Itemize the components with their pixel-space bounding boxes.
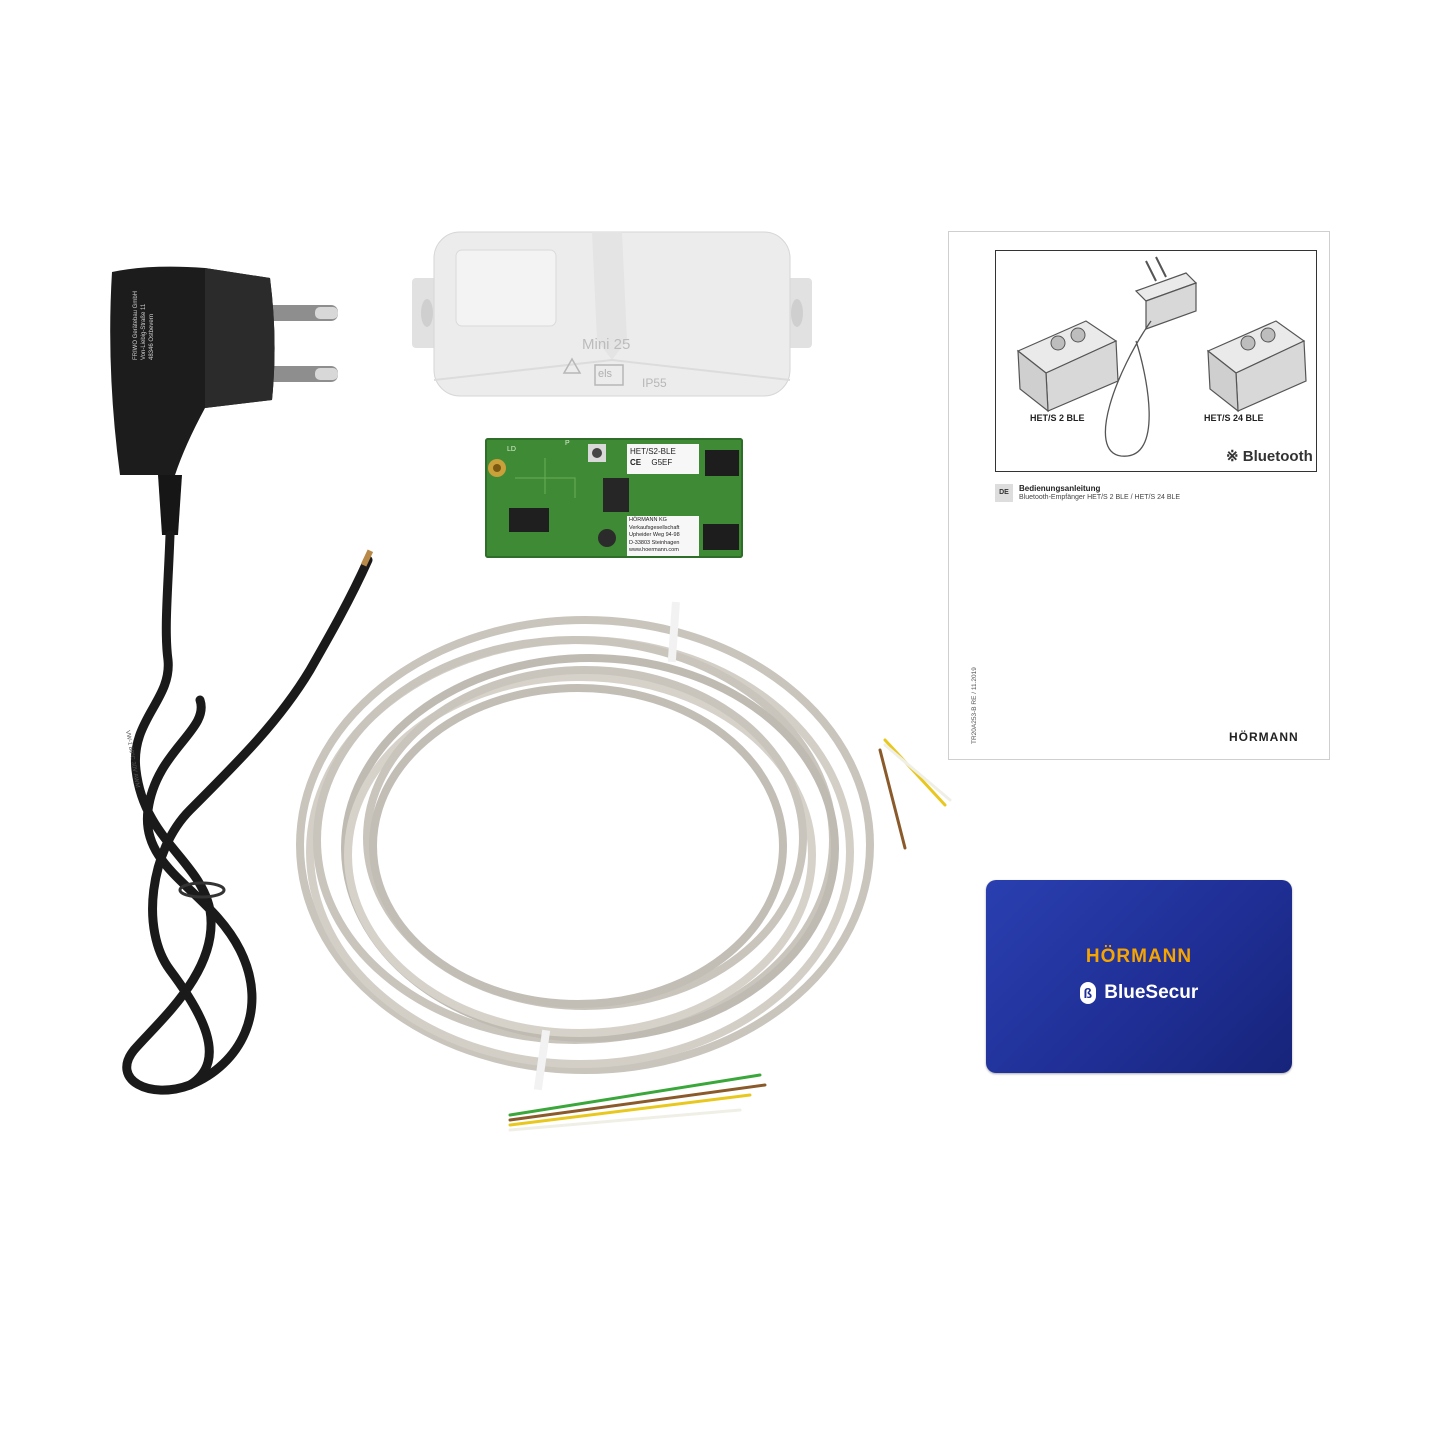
card-product: BlueSecur bbox=[1104, 982, 1199, 1003]
pcb-silk-p: P bbox=[565, 440, 570, 447]
manual-subtitle: Bluetooth-Empfänger HET/S 2 BLE / HET/S … bbox=[1019, 494, 1181, 501]
address-line: Verkaufsgesellschaft bbox=[629, 524, 680, 531]
address-line: HÖRMANN KG bbox=[629, 517, 667, 523]
language-badge: DE bbox=[995, 484, 1013, 502]
power-adapter: FRIWO Gerätebau GmbH Von-Liebig-Straße 1… bbox=[90, 250, 390, 1110]
power-adapter-graphic bbox=[110, 266, 374, 1095]
address-line: www.hoermann.com bbox=[629, 547, 679, 553]
manual-illustration: HET/S 2 BLE HET/S 24 BLE ※ Bluetooth bbox=[995, 250, 1317, 472]
enclosure-brand: els bbox=[598, 368, 613, 380]
pcb-serial: G5EF bbox=[651, 458, 673, 467]
address-line: D-33803 Steinhagen bbox=[629, 539, 680, 546]
bluesecur-card: HÖRMANN ß BlueSecur bbox=[986, 880, 1292, 1073]
pcb-model-label: HET/S2-BLE bbox=[630, 447, 676, 456]
enclosure-graphic bbox=[412, 231, 812, 397]
pcb-traces bbox=[488, 444, 739, 550]
adapter-label-line: FRIWO Gerätebau GmbH bbox=[133, 290, 139, 360]
manual-product-right: HET/S 24 BLE bbox=[1204, 413, 1264, 423]
pcb-model-sticker: HET/S2-BLE CE G5EF bbox=[627, 444, 699, 474]
instruction-manual: HET/S 2 BLE HET/S 24 BLE ※ Bluetooth DE … bbox=[948, 231, 1330, 760]
manual-product-left: HET/S 2 BLE bbox=[1030, 413, 1085, 423]
pcb-address-sticker: HÖRMANN KG Verkaufsgesellschaft Upheider… bbox=[627, 516, 699, 556]
manual-doc-number: TR20A253-B RE / 11.2019 bbox=[971, 667, 978, 744]
enclosure-box: Mini 25 els IP55 bbox=[412, 230, 812, 398]
manual-bluetooth-label: Bluetooth bbox=[1242, 448, 1313, 465]
pcb-silk-led: LD bbox=[507, 446, 516, 453]
card-product-row: ß BlueSecur bbox=[986, 982, 1292, 1004]
bluetooth-icon: ß bbox=[1079, 982, 1096, 1004]
grey-cable-coil bbox=[280, 590, 980, 1150]
adapter-label-line: 48346 Ostbevern bbox=[149, 313, 155, 360]
cable-coil-graphic bbox=[296, 601, 952, 1132]
manual-illustration-graphic bbox=[1016, 256, 1307, 457]
manual-title: Bedienungsanleitung bbox=[1019, 484, 1101, 493]
address-line: Upheider Weg 94-98 bbox=[629, 532, 680, 538]
bluetooth-icon: ※ bbox=[1226, 448, 1239, 465]
adapter-label: FRIWO Gerätebau GmbH Von-Liebig-Straße 1… bbox=[132, 210, 156, 360]
adapter-label-line: Von-Liebig-Straße 11 bbox=[141, 303, 147, 360]
enclosure-rating: IP55 bbox=[642, 376, 667, 390]
manual-brand: HÖRMANN bbox=[1229, 730, 1299, 744]
manual-bluetooth-logo: ※ Bluetooth bbox=[1226, 447, 1313, 465]
card-brand: HÖRMANN bbox=[1085, 946, 1193, 967]
circuit-board: LD P HET/S2-BLE CE G5EF HÖRMANN KG Verka… bbox=[485, 438, 743, 558]
ce-mark: CE bbox=[630, 458, 642, 467]
enclosure-model: Mini 25 bbox=[582, 336, 631, 353]
